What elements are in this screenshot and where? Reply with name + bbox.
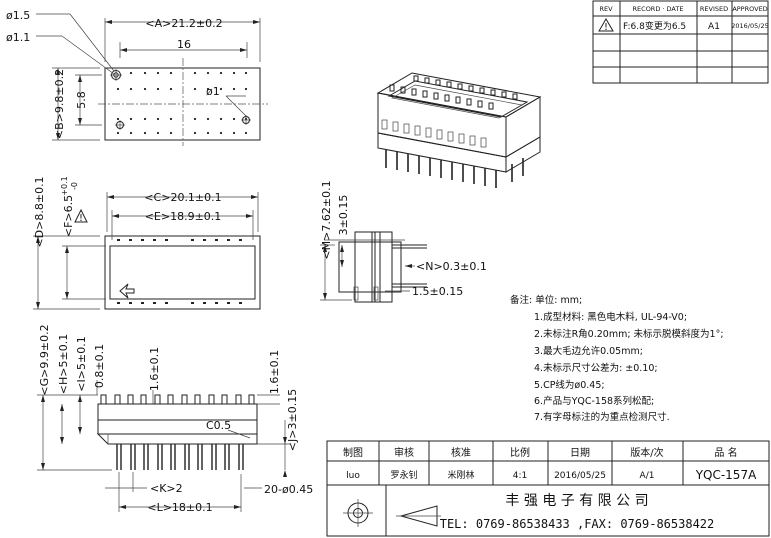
record-value: F:6.8变更为6.5 bbox=[623, 20, 686, 32]
dim-h-label: <H>5±0.1 bbox=[57, 334, 70, 394]
dim-b-label: <B>9.8±0.2 bbox=[53, 69, 66, 139]
dim-c05-label: C0.5 bbox=[206, 419, 231, 432]
record-header: RECORD · DATE bbox=[633, 5, 684, 13]
dim-20-label: 20-ø0.45 bbox=[264, 483, 313, 496]
note-item: 2.未标注R角0.20mm; 未标示脱模斜度为1°; bbox=[534, 328, 724, 340]
dim-08-label: 0.8±0.1 bbox=[93, 344, 106, 388]
tb-value-part-name: YQC-157A bbox=[695, 468, 757, 482]
tb-header-review: 审核 bbox=[394, 446, 414, 459]
tb-header-scale: 比例 bbox=[510, 446, 530, 459]
note-item: 6.产品与YQC-158系列松配; bbox=[534, 395, 654, 407]
iso-bottom-pins bbox=[385, 150, 524, 188]
tb-value-draw: luo bbox=[346, 471, 360, 481]
dim-c-label: <C>20.1±0.1 bbox=[144, 191, 221, 204]
revised-value: A1 bbox=[708, 22, 720, 32]
revision-table: REV RECORD · DATE REVISED APPROVED F:6.8… bbox=[592, 0, 769, 84]
tb-header-draw: 制图 bbox=[343, 446, 363, 459]
iso-side-notches bbox=[381, 119, 487, 148]
dim-k-label: <K>2 bbox=[150, 482, 183, 495]
top-view: <A>21.2±0.2 16 <B>9.8±0.2 5.8 ø1.5 ø1.1 … bbox=[6, 9, 268, 146]
dia-1-label: ø1 bbox=[206, 85, 220, 98]
tb-header-name: 品 名 bbox=[714, 446, 737, 459]
rev-header: REV bbox=[599, 5, 613, 13]
tb-header-approve: 核准 bbox=[451, 446, 471, 459]
note-item: 5.CP线为ø0.45; bbox=[534, 379, 605, 391]
dim-g-label: <G>9.9±0.2 bbox=[38, 324, 51, 395]
dim-d-label: <D>8.8±0.1 bbox=[33, 176, 46, 247]
company-name: 丰 强 电 子 有 限 公 司 bbox=[505, 493, 648, 509]
dim-e-label: <E>18.9±0.1 bbox=[145, 210, 222, 223]
dim-3-label: 3±0.15 bbox=[337, 195, 350, 236]
front-top-pins bbox=[100, 394, 255, 405]
approved-header: APPROVED bbox=[732, 5, 767, 13]
approved-value: 2016/05/25 bbox=[731, 22, 768, 30]
note-item: 7.有字母标注的为重点检测尺寸. bbox=[534, 411, 670, 423]
dim-n-label: <N>0.3±0.1 bbox=[416, 260, 487, 273]
bottom-view-slots bbox=[117, 239, 242, 304]
dim-l-label: <L>18±0.1 bbox=[147, 501, 212, 514]
bottom-view: <C>20.1±0.1 <E>18.9±0.1 <D>8.8±0.1 <F>6.… bbox=[33, 176, 261, 310]
front-bottom-pins bbox=[116, 444, 244, 470]
notes-title: 备注: 单位: mm; bbox=[510, 294, 582, 306]
company-contact: TEL: 0769-86538433 ,FAX: 0769-86538422 bbox=[440, 517, 715, 531]
dim-f-tol-plus: +0.1 bbox=[60, 176, 69, 195]
tb-value-scale: 4:1 bbox=[513, 471, 527, 481]
tb-header-version: 版本/次 bbox=[630, 446, 663, 459]
isometric-view bbox=[376, 72, 542, 188]
tb-value-approve: 米刚林 bbox=[447, 469, 474, 481]
note-item: 1.成型材料: 黑色电木料, UL-94-V0; bbox=[534, 311, 687, 323]
dia-15-label: ø1.5 bbox=[6, 9, 30, 22]
top-view-pin-holes bbox=[116, 71, 248, 135]
dim-f-label: <F>6.5 bbox=[62, 195, 75, 237]
dim-15-label: 1.5±0.15 bbox=[412, 285, 463, 298]
revised-header: REVISED bbox=[700, 5, 728, 13]
note-item: 4.未标示尺寸公差为: ±0.10; bbox=[534, 362, 658, 374]
locating-hole-right bbox=[241, 115, 251, 125]
tb-value-review: 罗永钊 bbox=[390, 469, 417, 481]
dim-16b-label: 1.6±0.1 bbox=[268, 350, 281, 394]
locating-hole-bottom bbox=[115, 120, 125, 130]
note-item: 3.最大毛边允许0.05mm; bbox=[534, 345, 643, 357]
tb-value-version: A/1 bbox=[640, 471, 655, 481]
tb-value-date: 2016/05/25 bbox=[554, 471, 606, 481]
warning-triangle-icon bbox=[74, 208, 88, 223]
side-view: <M>7.62±0.1 3±0.15 <N>0.3±0.1 1.5±0.15 bbox=[320, 180, 487, 303]
dim-a-label: <A>21.2±0.2 bbox=[145, 17, 222, 30]
dia-11-label: ø1.1 bbox=[6, 31, 30, 44]
dim-i-label: <I>5±0.1 bbox=[75, 336, 88, 391]
iso-top-pins bbox=[389, 75, 518, 110]
title-block: 制图 审核 核准 比例 日期 版本/次 品 名 luo 罗永钊 米刚林 4:1 … bbox=[326, 440, 770, 537]
dim-58-label: 5.8 bbox=[75, 91, 88, 109]
tb-header-date: 日期 bbox=[570, 447, 590, 459]
projection-symbol-icon bbox=[343, 499, 441, 527]
front-view: <G>9.9±0.2 <H>5±0.1 <I>5±0.1 0.8±0.1 1.6… bbox=[37, 324, 313, 514]
warning-triangle-icon bbox=[598, 18, 614, 32]
dim-16a-label: 1.6±0.1 bbox=[148, 347, 161, 391]
dim-f-tol-minus: -0 bbox=[70, 182, 79, 190]
notes-block: 备注: 单位: mm; 1.成型材料: 黑色电木料, UL-94-V0; 2.未… bbox=[510, 294, 724, 423]
pin-one-arrow-icon bbox=[119, 283, 135, 299]
dim-j-label: <J>3±0.15 bbox=[286, 389, 299, 451]
dim-m-label: <M>7.62±0.1 bbox=[320, 180, 333, 259]
dim-16-label: 16 bbox=[177, 38, 191, 51]
locating-hole-left bbox=[110, 69, 122, 81]
